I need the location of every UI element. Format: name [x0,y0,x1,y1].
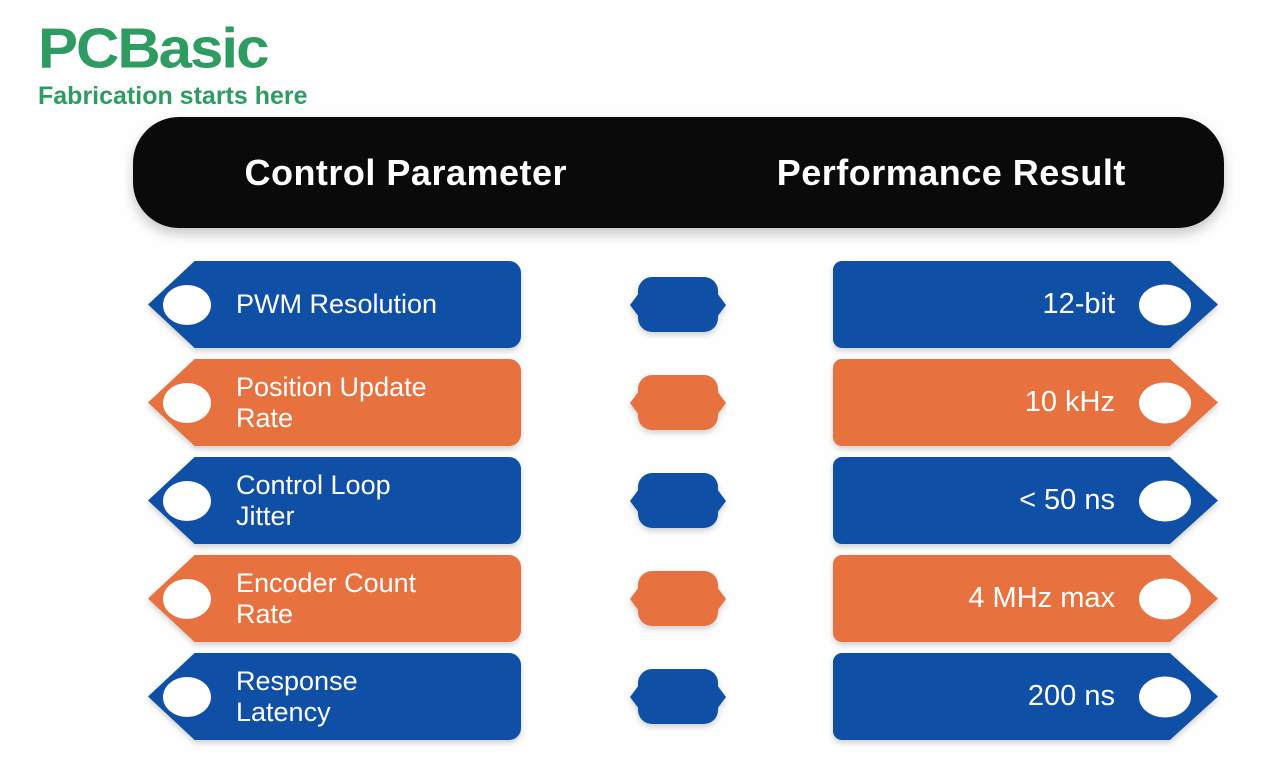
result-banner: 200 ns [833,653,1218,740]
circle-marker [163,578,211,619]
brand-logo: PCBasic Fabrication starts here [38,20,308,109]
parameter-banner: Position Update Rate [148,359,521,446]
connector-shape [638,669,718,724]
table-row: Position Update Rate 10 kHz [148,359,1218,446]
parameter-label: Control Loop Jitter [236,470,391,531]
table-row: Encoder Count Rate 4 MHz max [148,555,1218,642]
circle-marker [163,382,211,423]
result-banner: < 50 ns [833,457,1218,544]
result-label: 200 ns [1027,680,1115,712]
parameter-label: Encoder Count Rate [236,568,417,629]
table-row: PWM Resolution 12-bit [148,261,1218,348]
circle-marker [1139,578,1191,619]
circle-marker [163,284,211,325]
circle-marker [1139,480,1191,521]
header-col-result: Performance Result [776,151,1126,193]
parameter-banner: PWM Resolution [148,261,521,348]
connector-shape [638,473,718,528]
circle-marker [1139,382,1191,423]
parameter-banner: Encoder Count Rate [148,555,521,642]
header-col-parameter: Control Parameter [244,151,568,193]
result-label: 10 kHz [1024,386,1115,418]
circle-marker [1139,284,1191,325]
result-label: 12-bit [1042,288,1115,320]
brand-tagline: Fabrication starts here [38,82,308,110]
parameter-label: PWM Resolution [236,289,438,320]
result-banner: 12-bit [833,261,1218,348]
connector-shape [638,571,718,626]
parameter-label: Position Update Rate [236,372,427,433]
circle-marker [1139,676,1191,717]
result-label: < 50 ns [1019,484,1115,516]
brand-wordmark: PCBasic [38,16,269,80]
connector-shape [638,277,718,332]
circle-marker [163,480,211,521]
connector-shape [638,375,718,430]
table-header: Control Parameter Performance Result [133,117,1224,228]
circle-marker [163,676,211,717]
table-row: Response Latency 200 ns [148,653,1218,740]
parameter-banner: Control Loop Jitter [148,457,521,544]
parameter-banner: Response Latency [148,653,521,740]
comparison-table: PWM Resolution 12-bit Position Update Ra… [148,261,1218,751]
result-banner: 4 MHz max [833,555,1218,642]
table-row: Control Loop Jitter < 50 ns [148,457,1218,544]
parameter-label: Response Latency [236,666,358,727]
result-label: 4 MHz max [968,582,1115,614]
result-banner: 10 kHz [833,359,1218,446]
